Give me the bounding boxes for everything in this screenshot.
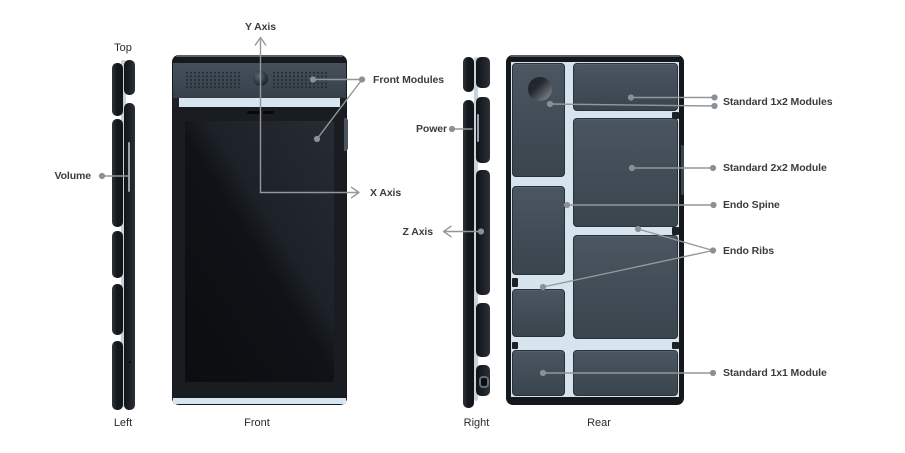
front-top-highlight — [176, 55, 343, 57]
rear-caption: Rear — [587, 417, 611, 429]
y-axis-label: Y Axis — [245, 21, 276, 33]
front-top-module-bar — [173, 63, 346, 98]
volume-dot — [98, 172, 106, 180]
endo-spine-label: Endo Spine — [723, 199, 780, 211]
z-axis-label: Z Axis — [402, 226, 433, 238]
top-caption: Top — [114, 42, 132, 54]
right-edge-rear-segment — [476, 97, 490, 163]
rear-module-left-mid — [512, 186, 565, 275]
left-edge-front-segment — [112, 231, 123, 278]
power-dot — [448, 125, 456, 133]
speaker-grille-left — [185, 71, 240, 88]
x-axis-label: X Axis — [370, 187, 402, 199]
earpiece-slit — [263, 111, 274, 114]
front-camera — [253, 71, 268, 86]
left-edge-view — [112, 57, 136, 413]
usb-port — [479, 376, 489, 388]
left-edge-rear-segment — [124, 103, 135, 410]
rib-nub — [672, 227, 679, 235]
rear-module-left-lower — [512, 289, 565, 337]
endo-ribs-dot-label — [709, 247, 717, 254]
rib-nub — [672, 112, 679, 119]
front-pale-strip — [173, 98, 346, 107]
rear-view — [506, 55, 684, 405]
front-strip-notch-right — [340, 98, 346, 107]
power-button — [476, 114, 479, 142]
right-edge-front-segment — [463, 57, 474, 92]
volume-label: Volume — [54, 170, 91, 182]
right-edge-gap — [473, 57, 478, 401]
power-label: Power — [415, 123, 447, 135]
right-edge-front-segment — [463, 100, 474, 408]
rear-module-bottom-right — [573, 350, 678, 396]
right-edge-rear-segment — [476, 303, 490, 357]
front-screen — [185, 121, 334, 382]
rear-camera — [528, 77, 552, 101]
front-side-button — [344, 118, 348, 151]
rib-nub — [512, 342, 518, 349]
front-bottom-strip — [173, 398, 346, 404]
front-strip-notch-left — [173, 98, 179, 107]
std-1x1-dot-label — [709, 369, 717, 377]
mic-hole — [129, 361, 131, 363]
standard-2x2-module-label: Standard 2x2 Module — [723, 162, 827, 174]
rear-module-1x2-top — [573, 63, 678, 111]
rear-module-1x2-left — [512, 63, 565, 177]
y-axis-arrowhead — [254, 36, 267, 46]
endo-ribs-label: Endo Ribs — [723, 245, 775, 257]
left-edge-front-segment — [112, 119, 123, 227]
front-view — [172, 55, 348, 405]
rear-top-highlight — [510, 55, 680, 57]
rear-side-button — [680, 145, 684, 195]
rib-nub — [672, 342, 679, 349]
left-edge-front-segment — [112, 63, 123, 116]
front-caption: Front — [244, 417, 270, 429]
speaker-grille-right — [272, 71, 328, 88]
earpiece-slit — [247, 111, 261, 114]
right-edge-rear-segment — [476, 57, 490, 88]
left-edge-rear-segment — [124, 60, 135, 95]
left-edge-front-segment — [112, 284, 123, 335]
rear-module-right-lower — [573, 235, 678, 339]
right-edge-rear-segment — [476, 170, 490, 295]
x-axis-arrowhead — [350, 186, 360, 199]
front-modules-dot-label — [358, 76, 366, 83]
rib-nub — [512, 278, 518, 287]
endo-spine-dot-label — [710, 201, 717, 209]
front-modules-label: Front Modules — [373, 74, 445, 86]
standard-1x1-module-label: Standard 1x1 Module — [723, 367, 827, 379]
z-axis-arrowhead — [442, 225, 452, 238]
std-1x2-dot-label-a — [711, 94, 718, 101]
std-2x2-dot-label — [709, 164, 717, 172]
rear-module-2x2 — [573, 118, 678, 227]
std-1x2-dot-label-b — [711, 102, 718, 110]
volume-rocker — [127, 142, 130, 192]
rear-module-1x1 — [512, 350, 565, 396]
left-edge-gap — [121, 60, 126, 407]
standard-1x2-modules-label: Standard 1x2 Modules — [723, 96, 833, 108]
right-caption: Right — [463, 417, 490, 429]
left-edge-front-segment — [112, 341, 123, 410]
left-caption: Left — [113, 417, 133, 429]
right-edge-view — [461, 55, 492, 413]
